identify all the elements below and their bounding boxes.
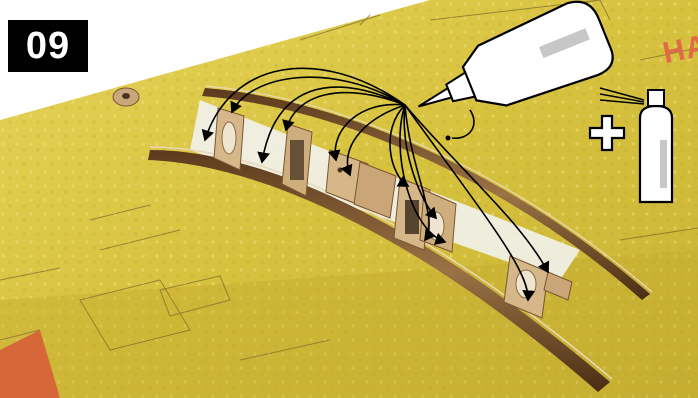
wood-washer bbox=[113, 88, 139, 106]
step-number-badge: 09 bbox=[8, 20, 88, 72]
